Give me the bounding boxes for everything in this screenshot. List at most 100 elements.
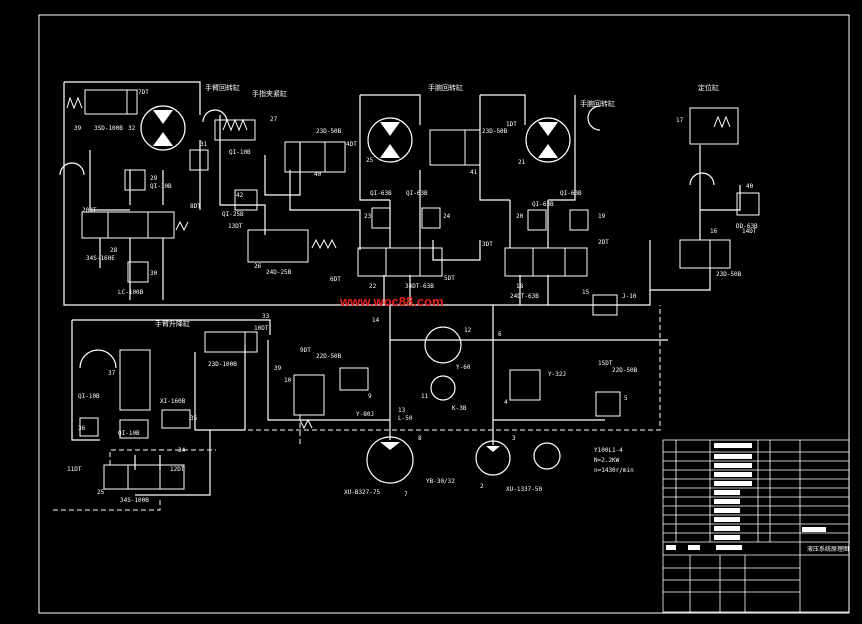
- label-23d50b: 23D-50B: [316, 128, 342, 135]
- label-lc100b: LC-100B: [118, 289, 144, 296]
- label-14: 14: [372, 317, 380, 324]
- springs: [66, 96, 731, 430]
- label-15: 15: [582, 289, 590, 296]
- label-28: 28: [110, 247, 118, 254]
- label-3sd100b: 3SD-100B: [94, 125, 123, 132]
- label-30: 30: [150, 270, 158, 277]
- pilot-dashed-lines: [50, 305, 661, 511]
- component-labels: 39 7DT 3SD-100B 32 29 31 QI-10B 手臂回转缸 手指…: [67, 83, 849, 553]
- label-19: 19: [598, 213, 606, 220]
- label-25-b: 25: [97, 489, 105, 496]
- label-26: 26: [254, 263, 262, 270]
- label-xu1337: XU-1337-50: [506, 486, 543, 493]
- label-y32j: Y-32J: [548, 371, 566, 378]
- label-arm-rotary-cyl: 手臂回转缸: [205, 83, 240, 92]
- label-9dt: 9DT: [300, 347, 311, 354]
- label-2dt: 2DT: [598, 239, 609, 246]
- label-2: 2: [480, 483, 484, 490]
- label-motor-model: Y100L1-4: [594, 447, 623, 454]
- label-22d50b-4: 22D-50B: [612, 367, 638, 374]
- label-16: 16: [710, 228, 718, 235]
- label-wrist-rotary-2: 手腕回转缸: [580, 99, 615, 108]
- label-23d50b-3: 23D-50B: [716, 271, 742, 278]
- label-y80j: Y-80J: [356, 411, 374, 418]
- label-23: 23: [364, 213, 372, 220]
- label-24dt63b: 24DT-63B: [510, 293, 539, 300]
- label-34s160e: 34S-160E: [86, 255, 115, 262]
- label-qi25b: QI-25B: [222, 211, 244, 218]
- label-20dt: 20DT: [82, 207, 97, 214]
- label-4dt: 4DT: [346, 141, 357, 148]
- label-42: 42: [236, 192, 244, 199]
- label-22d50b: 22D-50B: [316, 353, 342, 360]
- label-8dt: 8DT: [190, 203, 201, 210]
- label-k3b: K-3B: [452, 405, 467, 412]
- label-l50: L-50: [398, 415, 413, 422]
- label-33: 33: [262, 313, 270, 320]
- label-14dt: 14DT: [742, 228, 757, 235]
- label-xu-b327: XU-B327-75: [344, 489, 381, 496]
- label-40-right: 40: [746, 183, 754, 190]
- label-12dt: 12DT: [170, 466, 185, 473]
- label-motor-power: N=2.2KW: [594, 457, 620, 464]
- label-1dt: 1DT: [506, 121, 517, 128]
- label-5dt: 5DT: [444, 275, 455, 282]
- label-20: 20: [516, 213, 524, 220]
- label-23d50b-2: 23D-50B: [482, 128, 508, 135]
- label-10: 10: [284, 377, 292, 384]
- label-34s100b: 34S-100B: [120, 497, 149, 504]
- label-y60: Y-60: [456, 364, 471, 371]
- label-31: 31: [200, 141, 208, 148]
- label-6dt: 6DT: [330, 276, 341, 283]
- label-j10: J-10: [622, 293, 637, 300]
- label-37: 37: [108, 370, 116, 377]
- label-qi10b: QI-10B: [150, 183, 172, 190]
- label-7dt: 7DT: [138, 89, 149, 96]
- label-xi160b: XI-160B: [160, 398, 186, 405]
- title-block-text-marks: [666, 443, 826, 550]
- watermark-text: www.woc88.com: [339, 294, 444, 309]
- outer-frame: [38, 14, 850, 614]
- label-18: 18: [516, 283, 524, 290]
- pump-triangles: [153, 110, 558, 452]
- label-22: 22: [369, 283, 377, 290]
- label-finger-clamp-cyl: 手指夹紧缸: [252, 89, 287, 98]
- label-qi10b-3: QI-10B: [78, 393, 100, 400]
- label-13dt: 13DT: [228, 223, 243, 230]
- label-qi10b-4: QI-10B: [118, 430, 140, 437]
- label-6: 6: [498, 331, 502, 338]
- label-36: 36: [78, 425, 86, 432]
- label-qi63b-2: QI-63B: [406, 190, 428, 197]
- label-qi63b-4: QI-63B: [560, 190, 582, 197]
- label-10dt: 10DT: [254, 325, 269, 332]
- label-35: 35: [190, 415, 198, 422]
- label-12: 12: [464, 327, 472, 334]
- label-arm-lift-cyl: 手臂升降缸: [155, 319, 190, 328]
- label-positioning-cyl: 定位缸: [698, 83, 719, 92]
- label-39-b: 39: [274, 365, 282, 372]
- label-11: 11: [421, 393, 429, 400]
- label-qi63b-3: QI-63B: [532, 201, 554, 208]
- drawing-title: 液压系统原理图: [807, 545, 849, 553]
- circular-components: [59, 105, 715, 484]
- label-qi10b-2: QI-10B: [229, 149, 251, 156]
- label-3: 3: [512, 435, 516, 442]
- label-7: 7: [404, 491, 408, 498]
- label-41: 41: [470, 169, 478, 176]
- label-21: 21: [518, 159, 526, 166]
- label-17: 17: [676, 117, 684, 124]
- label-11dt: 11DT: [67, 466, 82, 473]
- label-23d100b: 23D-100B: [208, 361, 237, 368]
- label-39: 39: [74, 125, 82, 132]
- title-block-table: [662, 439, 850, 613]
- label-25: 25: [366, 157, 374, 164]
- label-4: 4: [504, 399, 508, 406]
- label-27: 27: [270, 116, 278, 123]
- label-yb3032: YB-30/32: [426, 478, 455, 485]
- label-9: 9: [368, 393, 372, 400]
- label-40: 40: [314, 171, 322, 178]
- label-dd63b: DD-63B: [736, 223, 758, 230]
- label-34dt63b: 34DT-63B: [405, 283, 434, 290]
